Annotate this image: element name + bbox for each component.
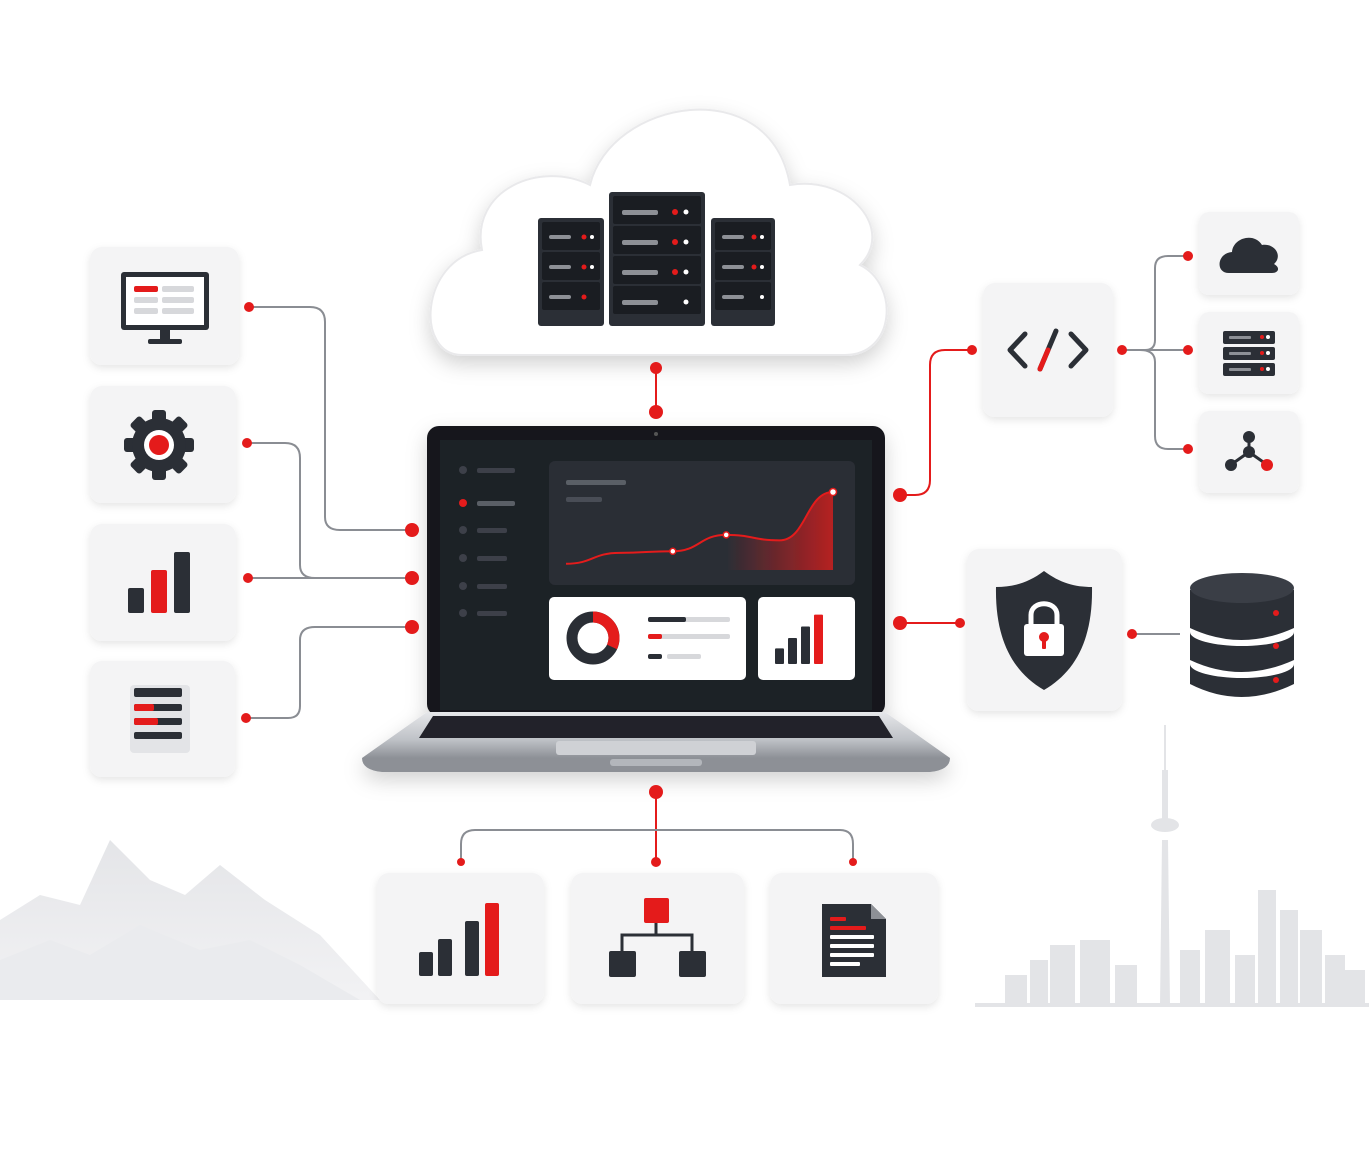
trend-point — [669, 547, 677, 556]
trend-point — [722, 531, 730, 539]
left-tile-settings — [90, 386, 236, 503]
left-tile-monitor — [90, 247, 239, 365]
gear-icon — [124, 410, 194, 480]
right-tile-server — [1199, 312, 1299, 394]
bar-chart-icon — [419, 903, 499, 976]
mini-bar — [775, 648, 784, 664]
server-icon — [1223, 331, 1275, 376]
shield-lock-icon — [995, 571, 1093, 690]
bottom-tile-hierarchy — [571, 873, 744, 1004]
connector-dots — [241, 251, 1193, 867]
left-tile-chart — [90, 524, 236, 641]
mini-bar — [788, 638, 797, 664]
right-tile-network — [1199, 411, 1299, 493]
cloud-server-node — [429, 108, 888, 356]
database-node — [1190, 573, 1294, 697]
donut-panel — [549, 597, 746, 680]
bottom-tile-chart — [377, 873, 544, 1004]
trend-line — [565, 491, 834, 565]
mountain-range — [0, 840, 380, 1000]
right-tile-code — [983, 283, 1113, 417]
mini-bar — [801, 626, 810, 664]
bottom-tile-document — [770, 873, 938, 1004]
trend-area — [726, 492, 833, 570]
mini-bar — [814, 614, 823, 664]
server-rack-icon — [538, 192, 775, 326]
dashboard-sidebar — [459, 466, 515, 617]
document-list-icon — [130, 685, 190, 753]
bar-chart-icon — [128, 552, 190, 613]
right-tile-security — [967, 549, 1122, 711]
trend-chart-panel — [549, 461, 855, 585]
connector-lines — [246, 255, 1188, 862]
code-icon — [1007, 328, 1089, 372]
database-icon — [1190, 573, 1294, 697]
donut-slice — [592, 611, 620, 650]
city-skyline — [975, 725, 1369, 1007]
hierarchy-icon — [609, 898, 706, 977]
laptop-dashboard — [362, 426, 950, 772]
cloud-icon — [1219, 237, 1279, 273]
document-icon — [822, 904, 886, 977]
bar-panel — [758, 597, 855, 680]
right-tile-cloud — [1199, 212, 1299, 295]
trend-point — [828, 487, 838, 497]
network-nodes-icon — [1225, 431, 1273, 471]
monitor-icon — [121, 272, 209, 344]
left-tile-document — [90, 661, 235, 777]
